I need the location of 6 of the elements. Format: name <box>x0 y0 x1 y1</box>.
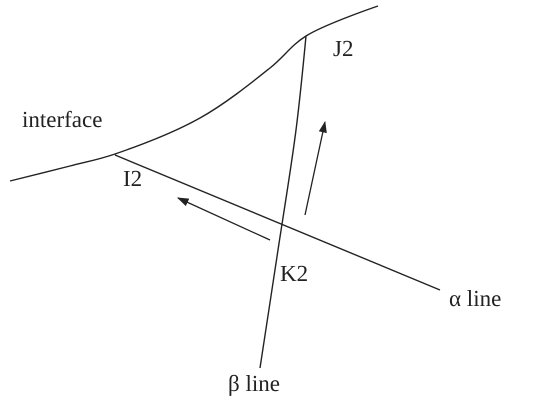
line-label: β line <box>228 372 280 395</box>
line-label: α line <box>449 287 502 310</box>
point-label: I2 <box>123 167 142 190</box>
point-label: J2 <box>333 37 354 60</box>
point-label: K2 <box>280 262 308 285</box>
interface-label: interface <box>22 108 102 131</box>
